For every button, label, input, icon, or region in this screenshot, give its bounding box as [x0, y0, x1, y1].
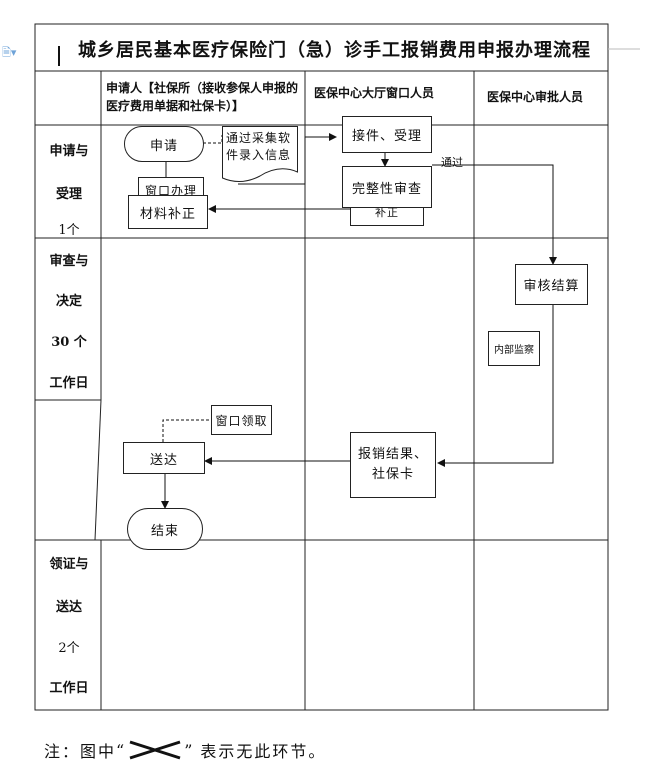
footnote-suffix: 表示无此环节。: [200, 742, 327, 761]
node-internal: 内部监察: [488, 331, 540, 366]
node-collect-note: 通过采集软件录入信息: [222, 126, 298, 186]
node-accept: 接件、受理: [342, 116, 432, 153]
node-deliver: 送达: [123, 442, 205, 474]
stage1-label-line2: 受理: [55, 187, 82, 202]
stage3-label-line1: 领证与: [49, 557, 89, 572]
document-icon: 🗎▾: [2, 46, 17, 59]
node-complete-check: 完整性审查: [342, 166, 432, 208]
label-pass: 通过: [441, 156, 463, 169]
node-result: 报销结果、社保卡: [350, 432, 436, 498]
collect-note-text: 通过采集软件录入信息: [226, 131, 292, 162]
stage2-label-line2: 决定: [55, 294, 82, 309]
node-end: 结束: [127, 508, 203, 550]
stage2-label-line4: 工作日: [49, 376, 89, 391]
node-window-pick: 窗口领取: [211, 405, 272, 435]
column-header-applicant: 申请人【社保所（接收参保人申报的医疗费用单据和社保卡）】: [106, 81, 299, 113]
footnote-close-quote: ”: [184, 740, 195, 760]
outer-frame: [34, 23, 609, 711]
node-material: 材料补正: [128, 195, 208, 229]
stage3-label-line4: 工作日: [49, 681, 89, 696]
stage2-label-line1: 审查与: [49, 254, 89, 269]
stage2-label-line3: 30 个: [51, 335, 87, 350]
stage1-label-line1: 申请与: [49, 144, 89, 159]
document-shape-icon: [222, 126, 298, 182]
stage1-label-line3: 1个: [58, 223, 80, 238]
footnote-prefix: 注：图中: [44, 742, 117, 761]
cross-icon: [129, 740, 181, 760]
stage3-label-line3: 2个: [58, 641, 80, 656]
column-header-approval: 医保中心审批人员: [487, 90, 584, 104]
footnote-open-quote: “: [116, 740, 127, 760]
page-title: 城乡居民基本医疗保险门（急）诊手工报销费用申报办理流程: [78, 40, 591, 61]
node-apply: 申请: [124, 126, 204, 162]
node-audit: 审核结算: [515, 264, 588, 305]
stage3-label-line2: 送达: [55, 600, 82, 615]
footnote: 注：图中 “ ” 表示无此环节。: [44, 738, 326, 762]
column-header-window: 医保中心大厅窗口人员: [314, 86, 435, 100]
